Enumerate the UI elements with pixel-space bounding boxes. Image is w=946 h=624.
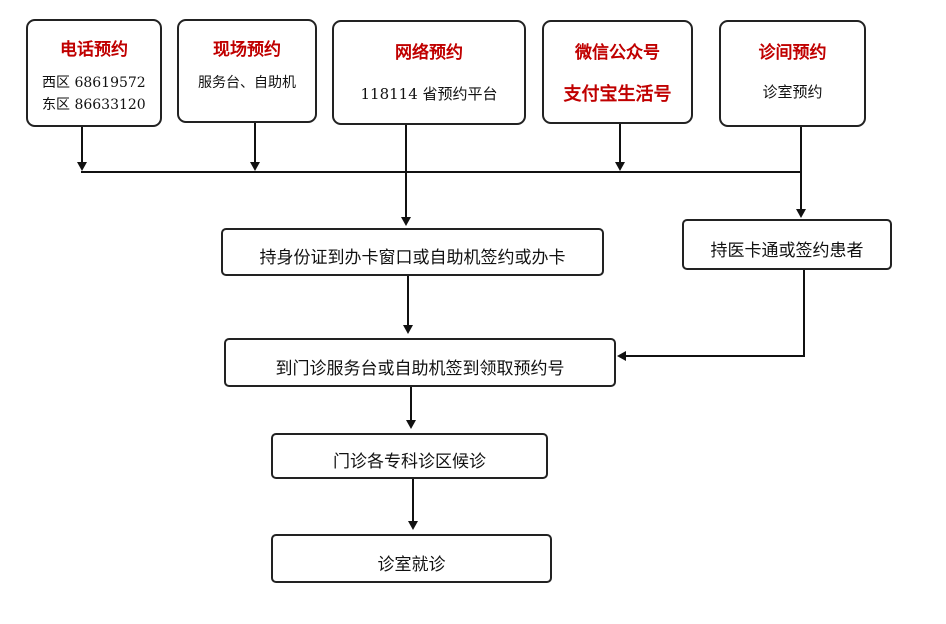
arrow-waiting-consult (408, 521, 418, 530)
connector-clinic-down (800, 127, 802, 210)
phone-appointment-title: 电话预约 (60, 40, 128, 60)
consult-step-box: 诊室就诊 (271, 534, 552, 583)
phone-east-line: 东区 86633120 (42, 97, 146, 113)
connector-checkin-down (410, 387, 412, 421)
onsite-appointment-box: 现场预约 服务台、自助机 (177, 19, 317, 123)
check-in-step-box: 到门诊服务台或自助机签到领取预约号 (224, 338, 616, 387)
connector-phone-down (81, 127, 83, 163)
online-appointment-title: 网络预约 (395, 43, 463, 63)
alipay-title: 支付宝生活号 (563, 84, 672, 105)
id-card-step-box: 持身份证到办卡窗口或自助机签约或办卡 (221, 228, 604, 276)
phone-west-line: 西区 68619572 (42, 75, 146, 91)
clinic-appointment-detail: 诊室预约 (762, 83, 823, 101)
arrow-checkin-waiting (406, 420, 416, 429)
id-card-step-text: 持身份证到办卡窗口或自助机签约或办卡 (259, 248, 566, 268)
clinic-appointment-box: 诊间预约 诊室预约 (719, 20, 866, 127)
arrow-cardholder-checkin (617, 351, 626, 361)
online-appointment-detail: 118114 省预约平台 (360, 85, 498, 103)
clinic-appointment-title: 诊间预约 (758, 43, 827, 63)
wechat-alipay-box: 微信公众号 支付宝生活号 (542, 20, 693, 124)
arrow-idcard-checkin (403, 325, 413, 334)
connector-cardholder-down (803, 270, 805, 357)
connector-onsite-down (254, 123, 256, 163)
onsite-appointment-detail: 服务台、自助机 (198, 75, 296, 91)
phone-appointment-box: 电话预约 西区 68619572 东区 86633120 (26, 19, 162, 127)
connector-online-down (405, 125, 407, 218)
horizontal-bus (81, 171, 801, 173)
connector-wechat-down (619, 124, 621, 163)
card-holder-step-box: 持医卡通或签约患者 (682, 219, 892, 270)
arrow-phone-bus (77, 162, 87, 171)
waiting-step-box: 门诊各专科诊区候诊 (271, 433, 548, 479)
wechat-title: 微信公众号 (575, 43, 660, 63)
arrow-online-idcard (401, 217, 411, 226)
arrow-onsite-bus (250, 162, 260, 171)
connector-cardholder-left (625, 355, 805, 357)
waiting-step-text: 门诊各专科诊区候诊 (333, 452, 486, 472)
consult-step-text: 诊室就诊 (377, 555, 446, 575)
online-appointment-box: 网络预约 118114 省预约平台 (332, 20, 526, 125)
card-holder-step-text: 持医卡通或签约患者 (710, 241, 864, 261)
connector-waiting-down (412, 479, 414, 522)
onsite-appointment-title: 现场预约 (213, 40, 281, 60)
connector-idcard-down (407, 276, 409, 326)
arrow-clinic-cardholder (796, 209, 806, 218)
check-in-step-text: 到门诊服务台或自助机签到领取预约号 (275, 359, 565, 379)
arrow-wechat-bus (615, 162, 625, 171)
